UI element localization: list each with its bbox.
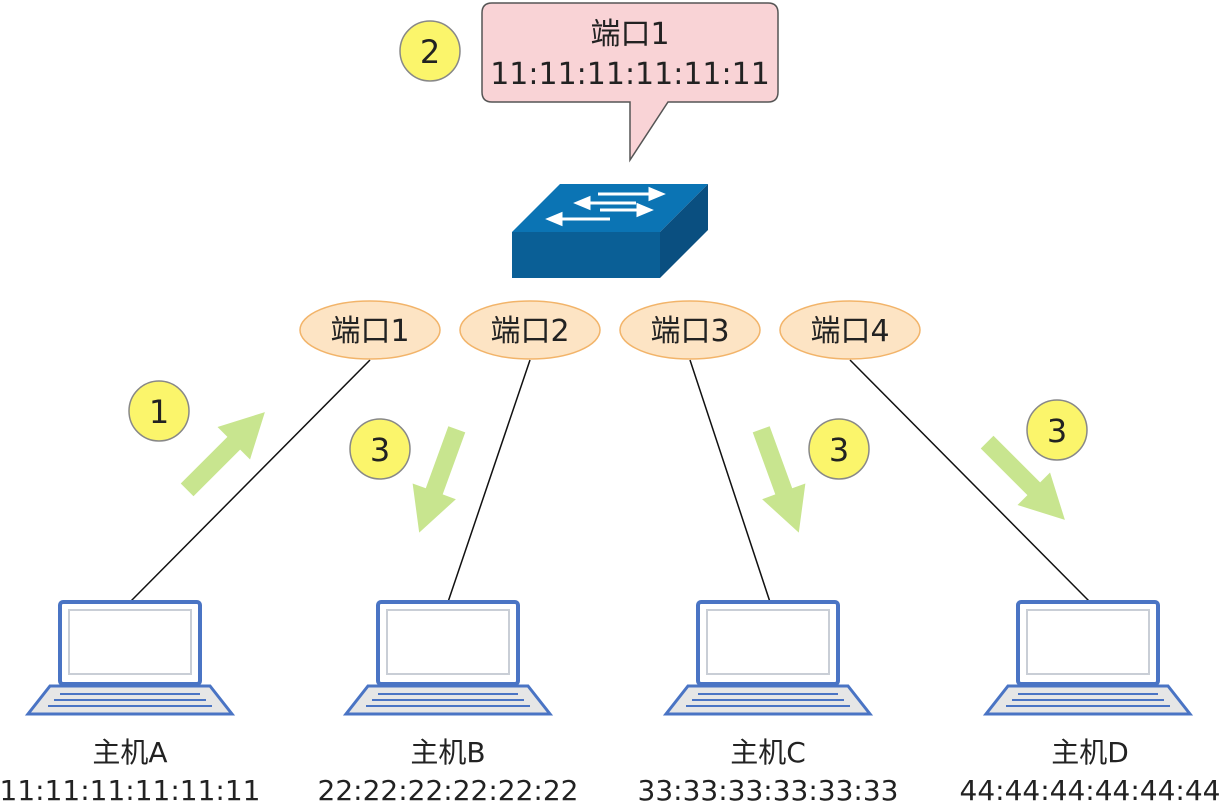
step-badge-2: 2 — [399, 20, 461, 82]
svg-text:3: 3 — [1047, 412, 1067, 450]
host-mac: 22:22:22:22:22:22 — [318, 774, 579, 807]
host-name: 主机D — [1051, 736, 1129, 769]
port-3: 端口3 — [619, 300, 761, 360]
svg-text:端口2: 端口2 — [490, 314, 569, 349]
port-2: 端口2 — [459, 300, 601, 360]
step-badge-3-hostC: 3 — [808, 418, 870, 480]
laptop-icon-hostB — [344, 600, 552, 716]
laptop-icon-hostC — [664, 600, 872, 716]
port-4: 端口4 — [779, 300, 921, 360]
step-badge-1: 1 — [128, 380, 190, 442]
svg-text:3: 3 — [829, 431, 849, 469]
host-mac: 11:11:11:11:11:11 — [0, 774, 260, 807]
switch-icon — [512, 184, 708, 278]
step-badge-3-hostB: 3 — [349, 418, 411, 480]
svg-text:端口3: 端口3 — [650, 314, 729, 349]
svg-text:端口1: 端口1 — [330, 314, 409, 349]
host-name: 主机B — [410, 736, 485, 769]
svg-text:2: 2 — [420, 33, 440, 71]
host-a-label: 主机A 11:11:11:11:11:11 — [0, 736, 260, 807]
host-name: 主机C — [730, 736, 806, 769]
svg-text:3: 3 — [370, 431, 390, 469]
host-c-label: 主机C 33:33:33:33:33:33 — [638, 736, 899, 807]
link-port1-hostA — [129, 359, 371, 603]
connection-lines — [129, 359, 1091, 603]
step-badge-3-hostD: 3 — [1026, 399, 1088, 461]
link-port2-hostB — [447, 359, 531, 603]
laptop-icon-hostA — [26, 600, 234, 716]
host-mac: 44:44:44:44:44:44 — [960, 774, 1221, 807]
host-b-label: 主机B 22:22:22:22:22:22 — [318, 736, 579, 807]
link-port4-hostD — [849, 359, 1091, 603]
host-name: 主机A — [92, 736, 167, 769]
arrow-down-port2-to-hostB — [397, 421, 479, 541]
callout-bubble: 端口1 11:11:11:11:11:11 — [481, 2, 779, 163]
svg-text:端口4: 端口4 — [810, 314, 889, 349]
link-port3-hostC — [689, 359, 771, 603]
host-mac: 33:33:33:33:33:33 — [638, 774, 899, 807]
host-d-label: 主机D 44:44:44:44:44:44 — [960, 736, 1221, 807]
laptop-icon-hostD — [984, 600, 1192, 716]
callout-mac-label: 11:11:11:11:11:11 — [490, 57, 770, 92]
port-1: 端口1 — [299, 300, 441, 360]
arrow-down-port3-to-hostC — [739, 421, 821, 541]
svg-text:1: 1 — [149, 393, 169, 431]
callout-port-label: 端口1 — [590, 17, 669, 52]
